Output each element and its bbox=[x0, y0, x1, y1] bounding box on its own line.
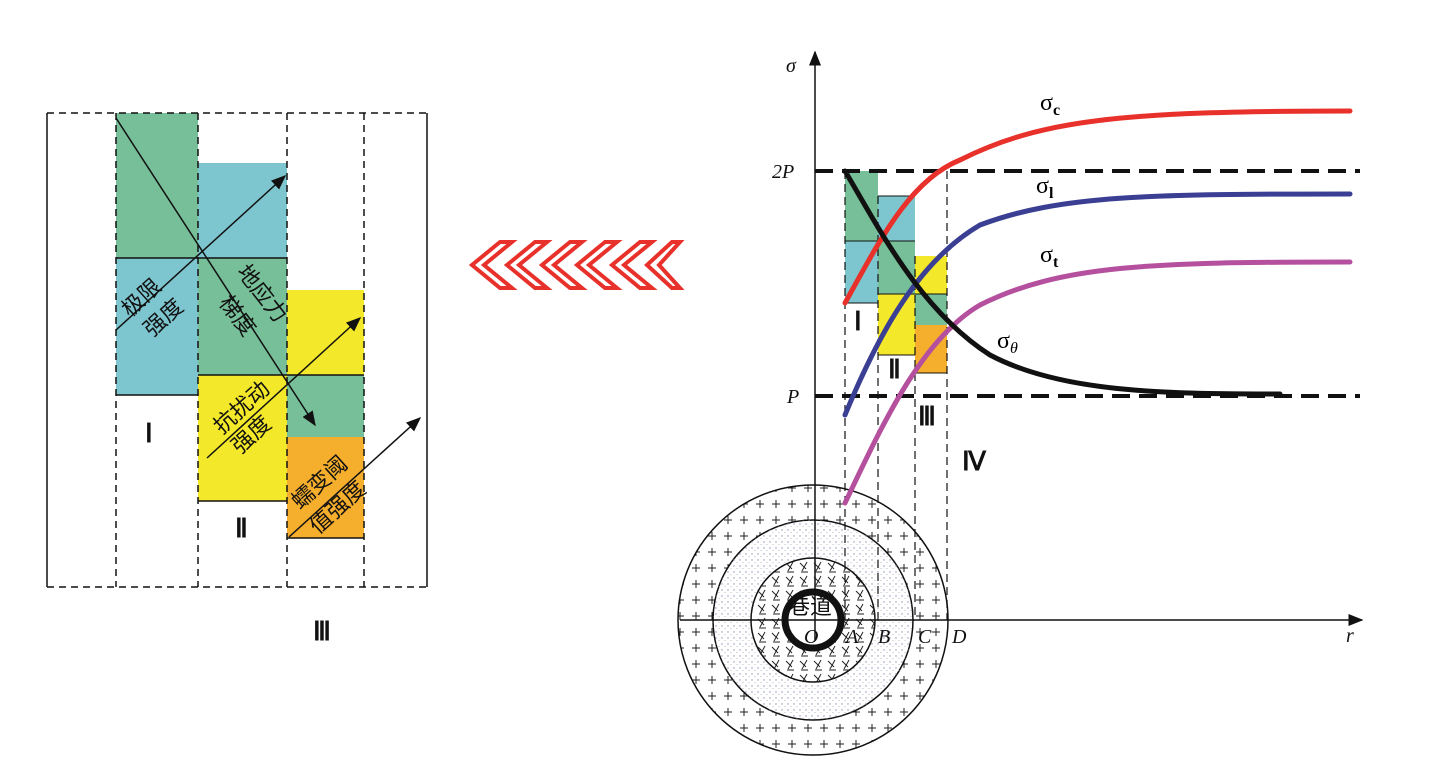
block-green bbox=[116, 113, 198, 258]
curve-sigma-theta bbox=[842, 168, 1283, 397]
zone-label-2: Ⅱ bbox=[235, 514, 248, 543]
x-axis-label: r bbox=[1346, 625, 1354, 647]
arrow-ultimate bbox=[115, 174, 287, 331]
zone-3: Ⅲ bbox=[918, 402, 936, 431]
label-sigma-l: σl bbox=[1036, 173, 1054, 202]
axes bbox=[680, 50, 1364, 640]
label-sigma-t: σt bbox=[1040, 242, 1059, 271]
arrow-gradient bbox=[115, 117, 316, 427]
tick-p: P bbox=[786, 386, 799, 408]
block-orange bbox=[287, 437, 364, 538]
curve-sigma-t bbox=[842, 259, 1353, 506]
zone-label-1: Ⅰ bbox=[145, 419, 153, 448]
rock-zones-circle bbox=[677, 484, 949, 756]
arrow-creep bbox=[288, 416, 422, 538]
tunnel-label: 巷道 bbox=[788, 595, 832, 620]
label-sigma-c: σc bbox=[1040, 90, 1060, 119]
block-yellow bbox=[198, 375, 287, 501]
zone-1: Ⅰ bbox=[854, 307, 862, 336]
tick-2p: 2P bbox=[772, 161, 794, 183]
point-a: A bbox=[844, 626, 859, 648]
zone-label-3: Ⅲ bbox=[313, 617, 331, 646]
point-d: D bbox=[951, 626, 967, 648]
chevron-arrow-icon bbox=[468, 240, 685, 290]
block-green bbox=[287, 375, 364, 437]
curve-sigma-l bbox=[842, 191, 1353, 418]
point-b: B bbox=[878, 626, 890, 648]
left-strength-diagram: 极限 强度 地应力 梯度 抗扰动 强度 蠕变阈 值强度 Ⅰ Ⅱ Ⅲ bbox=[46, 112, 428, 646]
label-sigma-theta: σθ bbox=[997, 328, 1018, 357]
block-green bbox=[198, 258, 287, 375]
zone-4: Ⅳ bbox=[962, 447, 987, 476]
point-c: C bbox=[918, 626, 932, 648]
zone-2: Ⅱ bbox=[888, 355, 901, 384]
y-axis-label: σ bbox=[786, 55, 797, 77]
point-o: O bbox=[804, 626, 818, 648]
stress-curves bbox=[842, 108, 1353, 506]
block-yellow bbox=[287, 290, 364, 375]
reference-lines bbox=[815, 169, 1360, 398]
block-blue bbox=[116, 258, 198, 395]
arrow-disturbance bbox=[206, 316, 362, 459]
